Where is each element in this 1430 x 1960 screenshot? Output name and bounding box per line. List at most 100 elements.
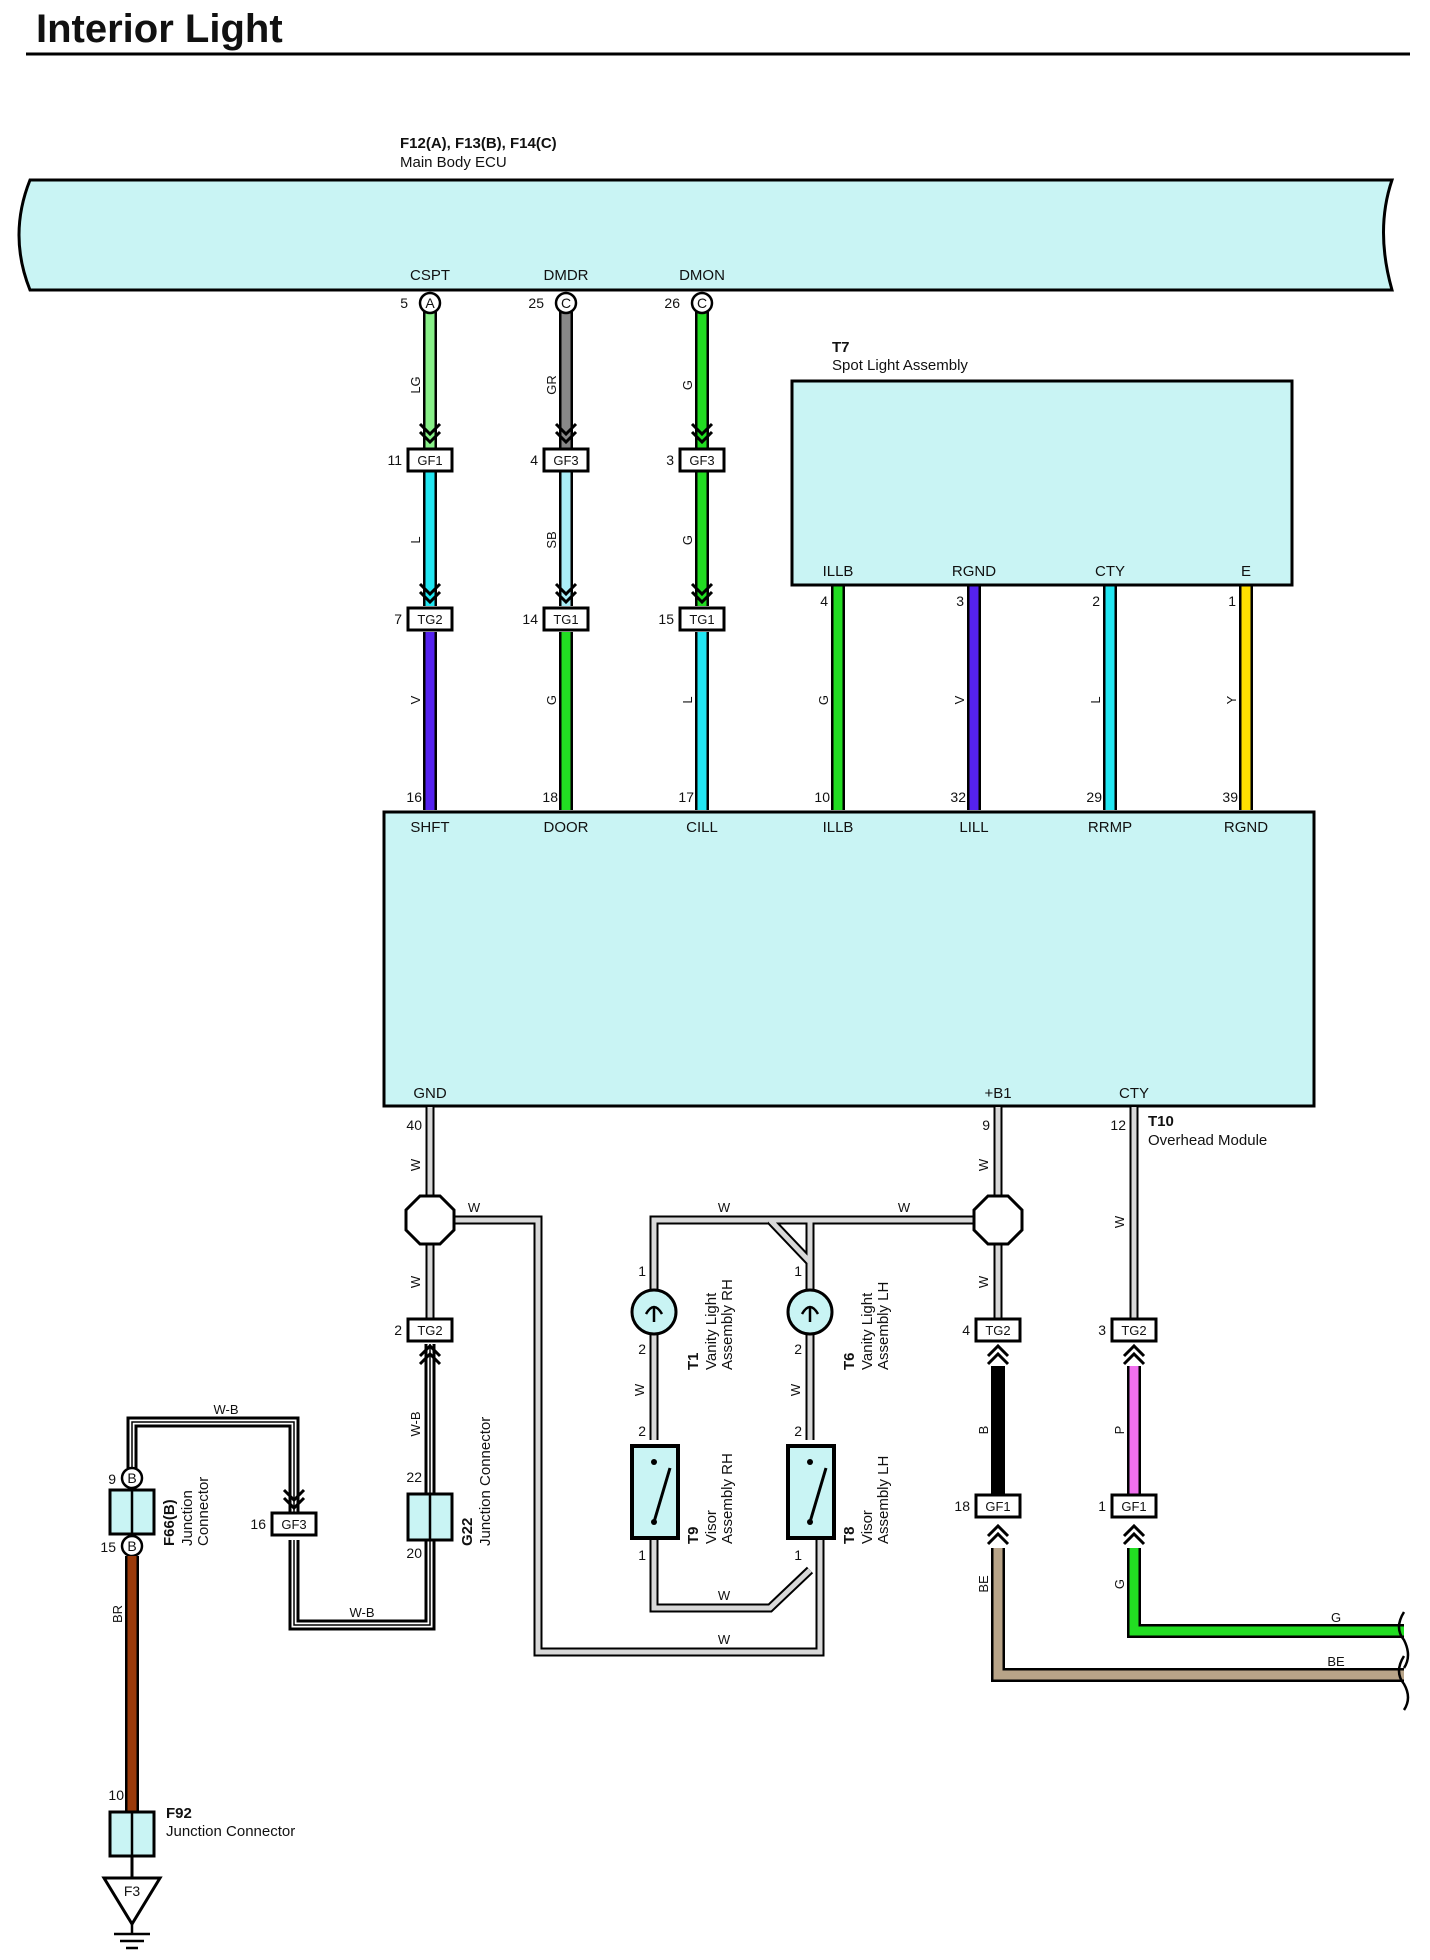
- f92-pin-10: 10: [108, 1787, 124, 1803]
- g22-id: G22: [459, 1518, 476, 1546]
- conn-tg2-4-code: TG2: [985, 1323, 1010, 1338]
- wc-gnd-a: W: [408, 1158, 423, 1171]
- ecu-pin-c1-circle: [554, 291, 578, 315]
- f92-name: Junction Connector: [166, 1823, 295, 1840]
- wc-b1-b: W: [976, 1275, 991, 1288]
- visor-lh-id: T8: [841, 1526, 858, 1544]
- vanity-lh-filament: [800, 1305, 820, 1322]
- splice-b1: [972, 1194, 1024, 1246]
- visor-rh-pin1: 1: [638, 1547, 646, 1563]
- wc-b1-c: B: [976, 1426, 991, 1435]
- ecu-pin-letter-c2: C: [697, 295, 707, 311]
- vanity-rh-pin2: 2: [638, 1341, 646, 1357]
- wc-w-top-mid: W: [718, 1200, 731, 1215]
- conn-tg1-14: [542, 606, 590, 632]
- wc-spot-y: Y: [1224, 695, 1239, 704]
- wc-sb: SB: [544, 531, 559, 548]
- wire-be: [993, 1548, 1404, 1680]
- oh-pin-num-16: 16: [406, 789, 422, 805]
- conn-gf1-18-num: 18: [954, 1498, 970, 1514]
- oh-pin-shft: SHFT: [410, 819, 449, 836]
- white-wires: [427, 1107, 1137, 1655]
- oh-pin-cty: CTY: [1119, 1085, 1149, 1102]
- break-mark-be: [1397, 1655, 1410, 1711]
- oh-pin-door: DOOR: [544, 819, 589, 836]
- ecu-pin-num-26: 26: [664, 295, 680, 311]
- wc-cty-a: W: [1112, 1215, 1127, 1228]
- wc-g-out: G: [1331, 1610, 1341, 1625]
- wc-w-bot-inner: W: [718, 1588, 731, 1603]
- conn-tg1-15-code: TG1: [689, 612, 714, 627]
- spot-light-name: Spot Light Assembly: [832, 357, 968, 374]
- oh-pin-cill: CILL: [686, 819, 718, 836]
- visor-rh-name2: Assembly RH: [719, 1453, 736, 1544]
- ecu-pin-c2-circle: [690, 291, 714, 315]
- conn-gf3-3-code: GF3: [689, 453, 714, 468]
- conn-gf3-4: [542, 447, 590, 473]
- f66-pin-b2: B: [127, 1538, 136, 1554]
- wc-br: BR: [110, 1605, 125, 1623]
- wc-l1: L: [408, 536, 423, 543]
- main-ecu-box: [17, 178, 1395, 292]
- wb-wires: [129, 1344, 433, 1628]
- conn-gf1-11: [406, 447, 454, 473]
- visor-lh-name1: Visor: [859, 1510, 876, 1544]
- spot-pin-illb: ILLB: [823, 563, 854, 580]
- wc-lg: LG: [408, 376, 423, 393]
- ecu-pin-letter-a: A: [425, 295, 435, 311]
- wire-g-out: [1129, 1548, 1404, 1636]
- conn-tg1-15-num: 15: [658, 611, 674, 627]
- conn-gf1-1-num: 1: [1098, 1498, 1106, 1514]
- conn-gf1-11-num: 11: [387, 452, 402, 468]
- oh-pin-rrmp: RRMP: [1088, 819, 1132, 836]
- oh-pin-num-40: 40: [406, 1117, 422, 1133]
- ground-f3-symbol: [101, 1876, 163, 1927]
- conn-gf3-16: [270, 1511, 318, 1537]
- f66-pin-9: 9: [108, 1471, 116, 1487]
- oh-pin-num-9: 9: [982, 1117, 990, 1133]
- conn-tg2-4-num: 4: [962, 1322, 970, 1338]
- wc-spot-v: V: [952, 695, 967, 704]
- oh-pin-num-39: 39: [1222, 789, 1238, 805]
- f66-name2: Connector: [195, 1477, 212, 1546]
- ecu-pin-dmdr: DMDR: [544, 267, 589, 284]
- wc-cty-b: P: [1112, 1426, 1127, 1435]
- wc-v1: V: [408, 695, 423, 704]
- spot-light-box: [790, 379, 1294, 587]
- wc-wb-top: W-B: [213, 1402, 238, 1417]
- wc-g3a: G: [680, 380, 695, 390]
- wc-w-top-left: W: [468, 1200, 481, 1215]
- conn-gf3-16-code: GF3: [281, 1517, 306, 1532]
- wc-w-bot-outer: W: [718, 1632, 731, 1647]
- f92-id: F92: [166, 1805, 192, 1822]
- conn-tg1-14-code: TG1: [553, 612, 578, 627]
- conn-tg2-2-code: TG2: [417, 1323, 442, 1338]
- overhead-module-name: Overhead Module: [1148, 1132, 1267, 1149]
- conn-tg2-3-code: TG2: [1121, 1323, 1146, 1338]
- ecu-pin-cspt: CSPT: [410, 267, 450, 284]
- f66-name1: Junction: [179, 1490, 196, 1546]
- conn-gf1-18: [974, 1493, 1022, 1519]
- wc-w-top-right: W: [898, 1200, 911, 1215]
- f66-pin-b1-circle: [120, 1466, 144, 1490]
- visor-rh-pin2: 2: [638, 1423, 646, 1439]
- ecu-pin-num-5: 5: [400, 295, 408, 311]
- vanity-lh-name1: Vanity Light: [859, 1292, 876, 1370]
- spot-pin-e: E: [1241, 563, 1251, 580]
- wc-g3b: G: [680, 535, 695, 545]
- wc-w-rh: W: [632, 1383, 647, 1396]
- oh-pin-b1: +B1: [984, 1085, 1011, 1102]
- vanity-rh-filament: [644, 1305, 664, 1322]
- conn-gf3-4-code: GF3: [553, 453, 578, 468]
- f66-id: F66(B): [161, 1499, 178, 1546]
- spot-pin-num-4: 4: [820, 593, 828, 609]
- g22-pin-22: 22: [406, 1469, 422, 1485]
- vanity-lh-pin1: 1: [794, 1263, 802, 1279]
- main-ecu-id: F12(A), F13(B), F14(C): [400, 135, 557, 152]
- wc-be-out: BE: [1327, 1654, 1345, 1669]
- vanity-rh-id: T1: [685, 1352, 702, 1370]
- wc-cty-c: G: [1112, 1579, 1127, 1589]
- vanity-rh-pin1: 1: [638, 1263, 646, 1279]
- oh-pin-num-29: 29: [1086, 789, 1102, 805]
